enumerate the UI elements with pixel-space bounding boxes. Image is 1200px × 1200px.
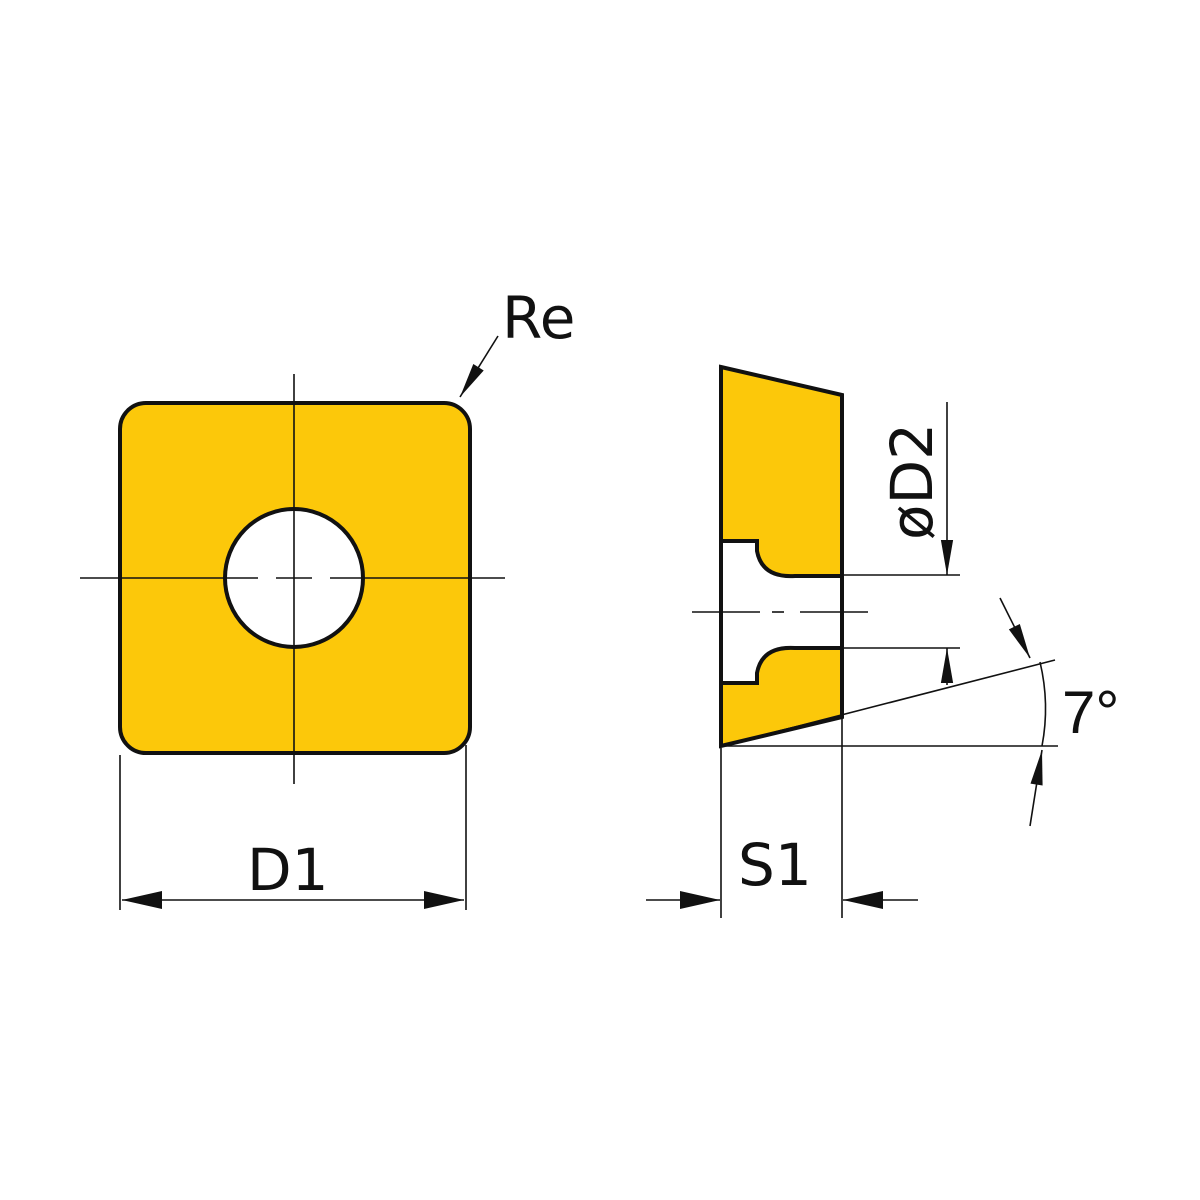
angle-dimension — [720, 597, 1058, 827]
corner-radius-label: Re — [502, 284, 575, 352]
center-lines — [80, 374, 505, 784]
top-view: Re D1 — [80, 284, 575, 910]
side-view: øD2 7° S1 — [646, 364, 1119, 918]
s1-dimension — [646, 717, 918, 918]
d1-dimension — [119, 745, 467, 910]
d2-label: øD2 — [878, 423, 946, 540]
radius-leader — [459, 335, 499, 398]
s1-label: S1 — [738, 831, 812, 899]
angle-label: 7° — [1062, 679, 1119, 746]
d1-label: D1 — [247, 836, 329, 904]
d2-dimension — [842, 402, 960, 685]
